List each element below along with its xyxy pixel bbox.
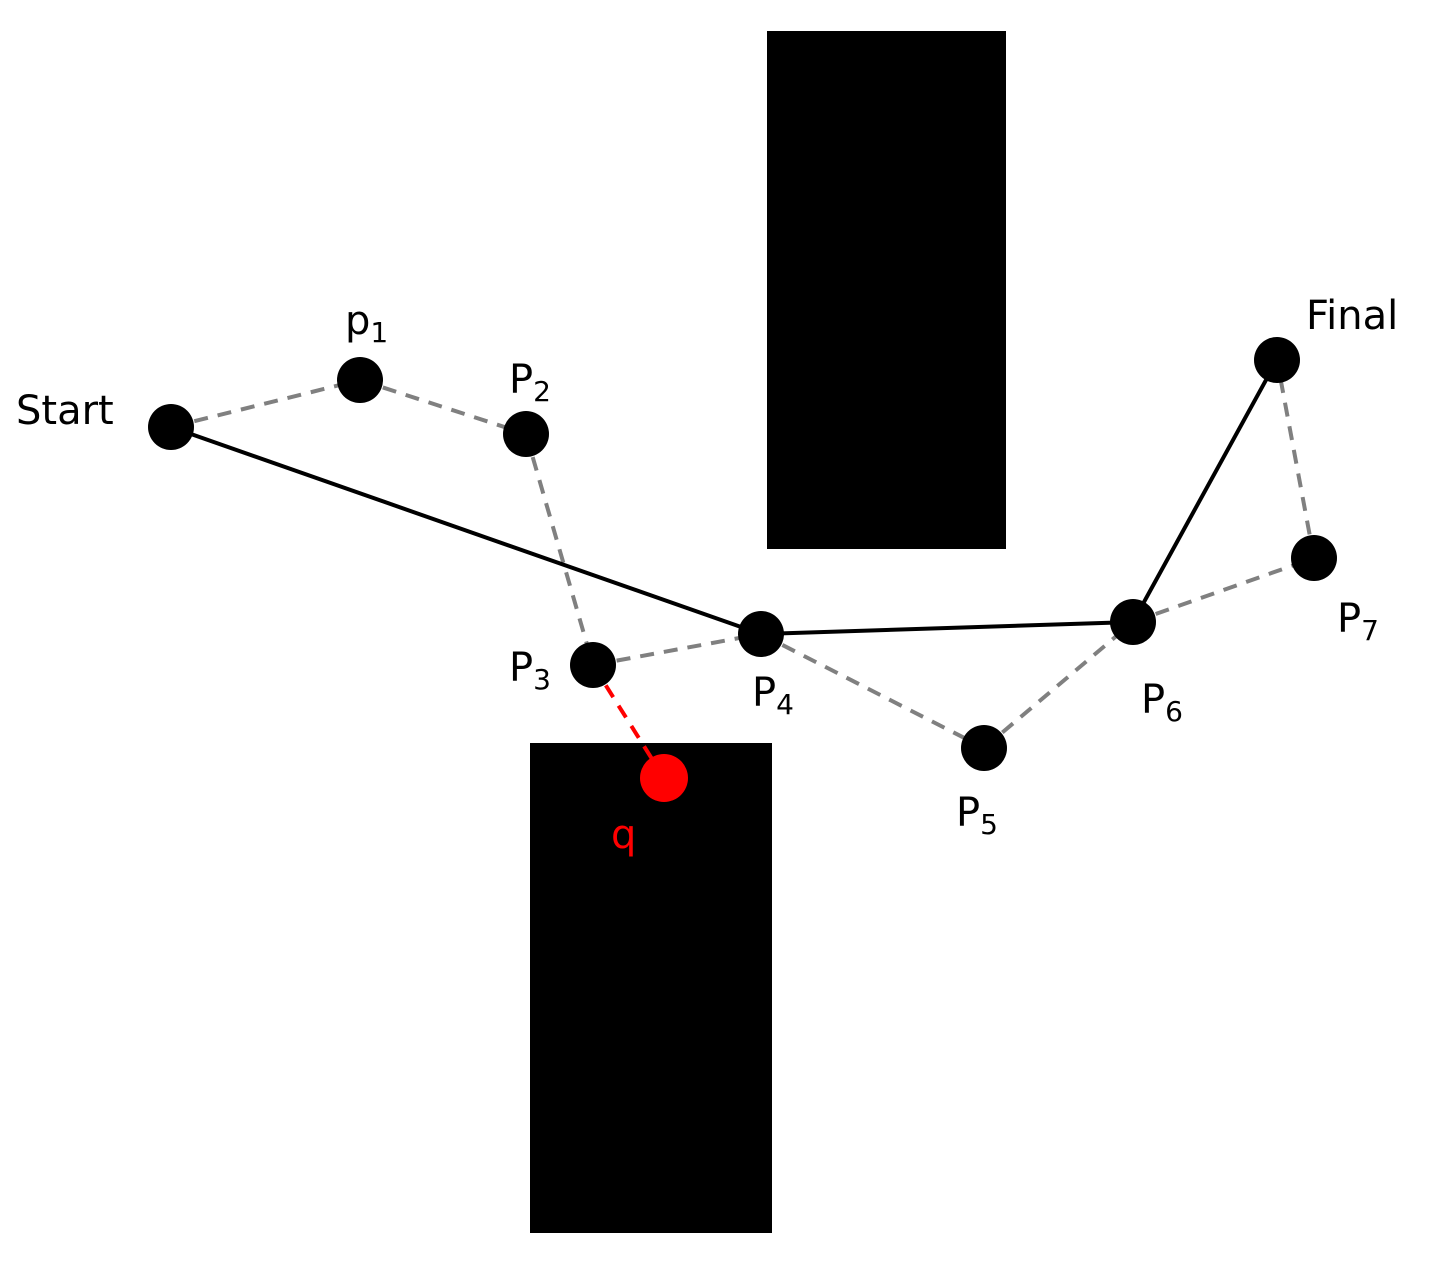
edge-p3-p4 [592, 632, 762, 667]
obstacle-bottom [530, 743, 772, 1233]
label-p5: P5 [956, 790, 998, 841]
edge-p4-p5 [760, 632, 985, 750]
label-p4: P4 [752, 670, 794, 721]
label-start: Start [16, 388, 114, 434]
node-start [148, 404, 194, 450]
sample-q [640, 754, 688, 802]
label-p3: P3 [509, 645, 551, 696]
edge-p7-final [1275, 359, 1316, 559]
label-p7: P7 [1337, 596, 1379, 647]
label-p6: P6 [1141, 677, 1183, 728]
node-p1 [337, 357, 383, 403]
node-p7 [1291, 535, 1337, 581]
edge-start-p1 [170, 378, 361, 429]
node-p4 [738, 611, 784, 657]
solution-path [170, 359, 1279, 636]
edge-p5-p6 [982, 620, 1135, 750]
label-q: q [611, 812, 636, 858]
path-p4-p6 [760, 620, 1134, 636]
path-start-p4 [170, 425, 762, 636]
edge-p2-p3 [524, 433, 595, 666]
edge-p6-p7 [1132, 556, 1315, 624]
label-final: Final [1306, 293, 1398, 339]
labels: Start Final p1 P2 P3 P4 P5 P6 P7 [16, 293, 1398, 841]
node-p3 [570, 642, 616, 688]
edge-p1-p2 [359, 378, 527, 436]
node-p5 [961, 725, 1007, 771]
obstacle-top [767, 31, 1006, 549]
label-p1: p1 [345, 298, 388, 349]
node-p2 [503, 411, 549, 457]
node-final [1254, 337, 1300, 383]
path-p6-final [1131, 359, 1279, 623]
node-p6 [1110, 599, 1156, 645]
label-p2: P2 [509, 357, 551, 408]
tree-edges [170, 359, 1316, 750]
nodes [148, 337, 1337, 771]
